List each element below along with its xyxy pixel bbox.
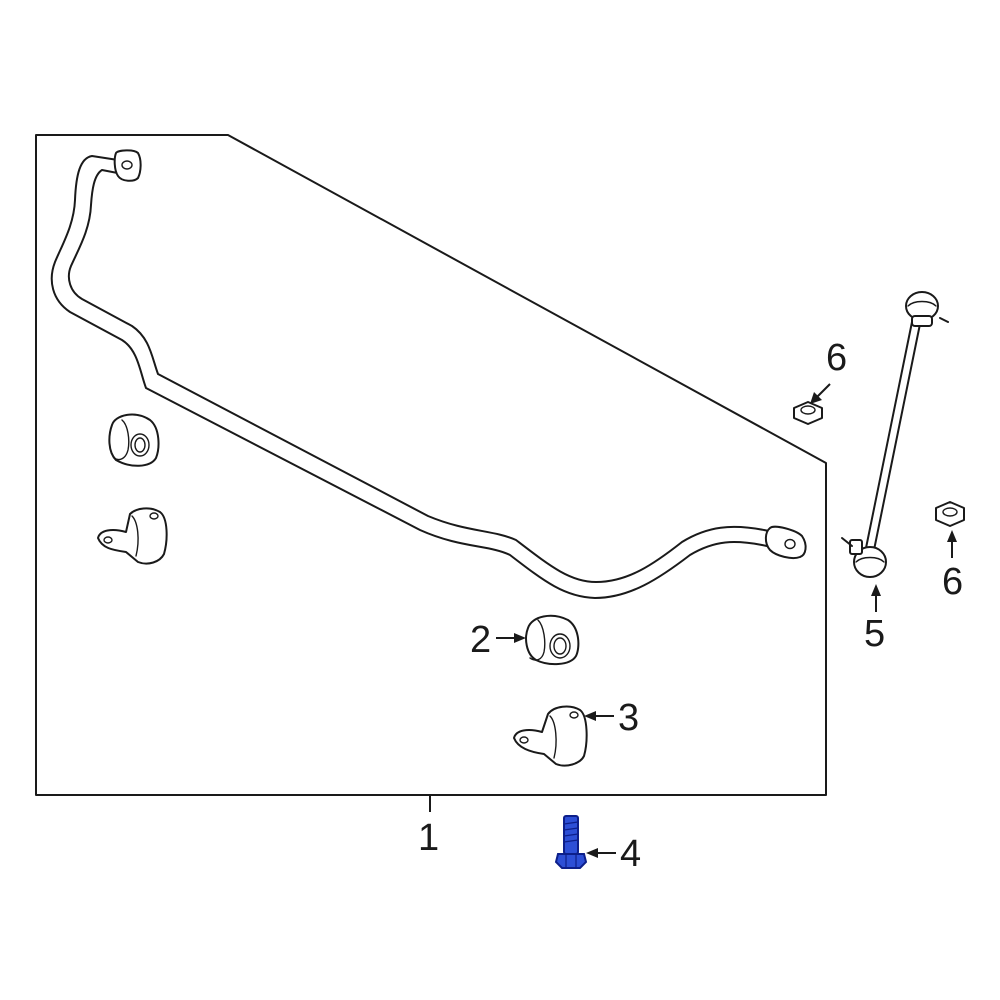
callout-4: 4 — [620, 833, 641, 875]
leader-4 — [586, 848, 616, 858]
stabilizer-bar[interactable] — [50, 149, 807, 599]
leader-6a — [810, 383, 831, 404]
callout-6-right: 6 — [942, 561, 963, 603]
nut-upper[interactable] — [793, 401, 823, 425]
callout-1: 1 — [418, 817, 439, 859]
leader-5 — [871, 584, 881, 612]
leader-2 — [496, 633, 526, 643]
stabilizer-link[interactable] — [841, 291, 949, 578]
bracket-left[interactable] — [97, 507, 168, 565]
bolt[interactable] — [554, 815, 588, 869]
callout-3: 3 — [618, 697, 639, 739]
callout-2: 2 — [470, 619, 491, 661]
assembly-boundary — [35, 134, 827, 796]
callout-6-upper: 6 — [826, 337, 847, 379]
leader-6b — [947, 530, 957, 558]
nut-right[interactable] — [935, 501, 965, 527]
callout-5: 5 — [864, 613, 885, 655]
leader-3 — [584, 711, 614, 721]
bushing-right[interactable] — [525, 614, 580, 666]
bushing-left[interactable] — [108, 413, 160, 467]
bracket-right[interactable] — [513, 705, 588, 767]
